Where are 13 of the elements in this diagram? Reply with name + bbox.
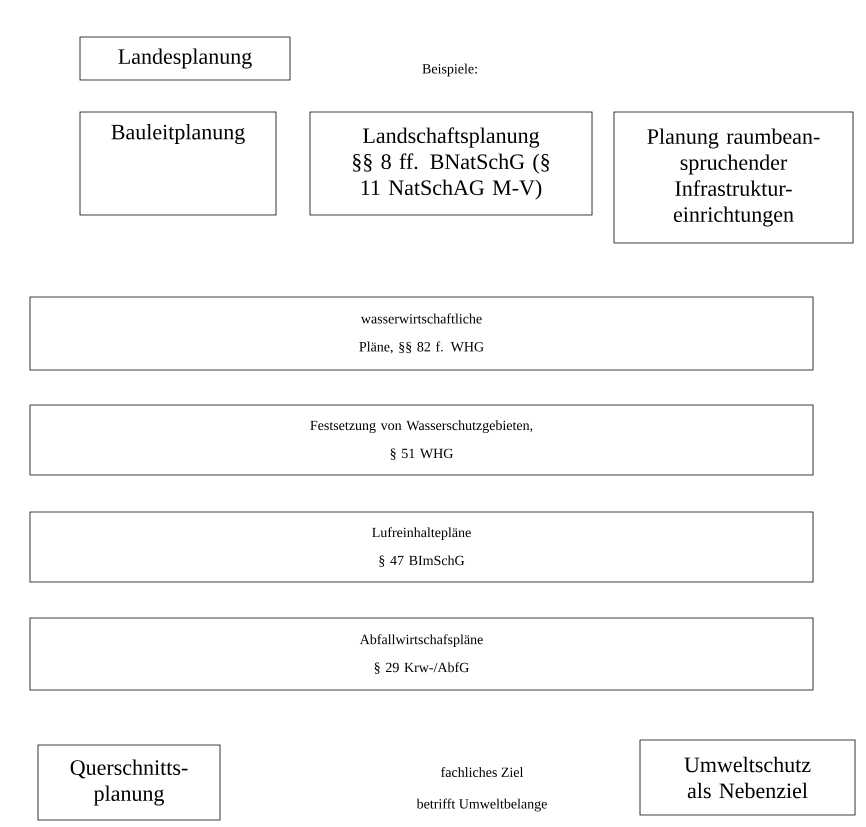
label-box: Querschnitts- planung xyxy=(38,744,220,820)
label-box: wasserwirtschaftliche Pläne, §§ 82 f. WHG xyxy=(30,296,814,370)
label-box: Planung raumbean- spruchender Infrastruktur- einrichtungen xyxy=(614,112,854,244)
label-box: Bauleitplanung xyxy=(80,112,276,216)
label-box: Festsetzung von Wasserschutzgebieten, § 51 WHG xyxy=(30,404,814,476)
label-box: Landesplanung xyxy=(80,36,290,80)
label-box: Landschaftsplanung §§ 8 ff. BNatSchG (§ 11 NatSchAG M-V) xyxy=(310,112,592,216)
label-box: Lufreinhaltepläne § 47 BImSchG xyxy=(30,512,814,582)
caption-text: Beispiele: xyxy=(422,64,477,76)
label-box: Abfallwirtschafspläne § 29 Krw-/AbfG xyxy=(30,618,814,690)
caption-text: fachliches Ziel xyxy=(441,767,524,777)
caption-text: betrifft Umweltbelange xyxy=(416,798,547,812)
label-box: Umweltschutz als Nebenziel xyxy=(640,740,856,816)
